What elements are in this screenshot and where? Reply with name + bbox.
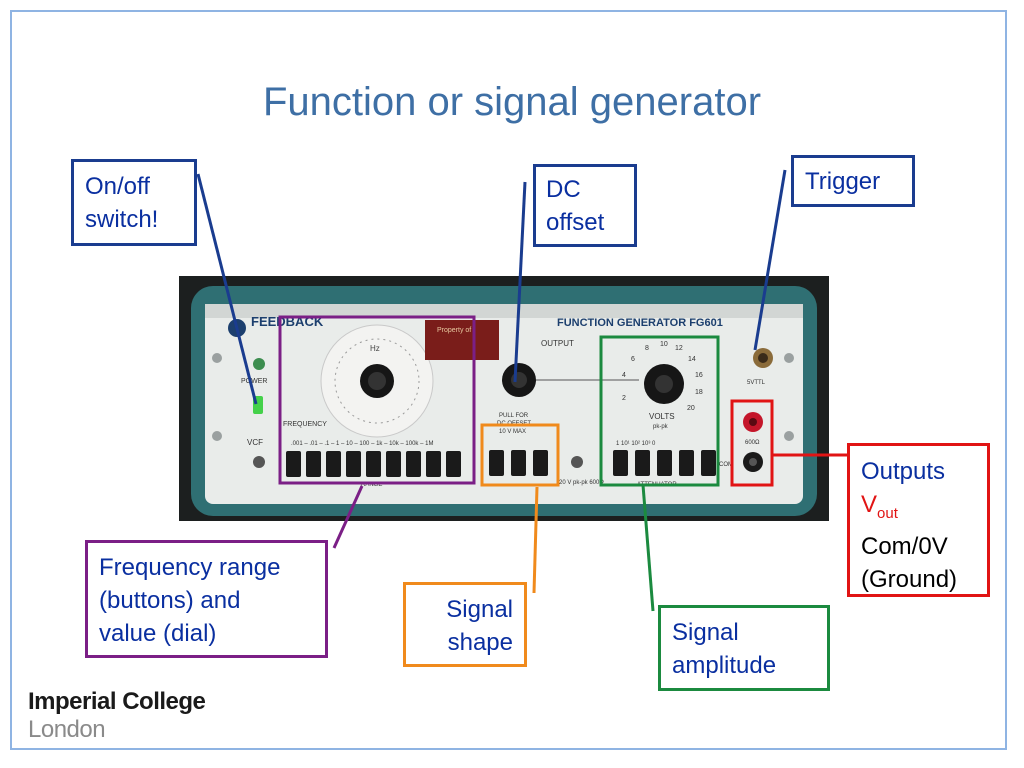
dial-number: 6 bbox=[631, 356, 635, 363]
hz-label: Hz bbox=[370, 344, 380, 353]
signal-amplitude-callout: Signal amplitude bbox=[658, 605, 830, 691]
com-label: COM bbox=[719, 462, 733, 468]
function-generator-photo: FEEDBACK FUNCTION GENERATOR FG601 POWER … bbox=[179, 276, 829, 521]
power-label: POWER bbox=[241, 378, 267, 385]
attenuator-scale: 1 10¹ 10² 10³ 0 bbox=[616, 441, 656, 447]
signal-shape-line1: Signal bbox=[446, 596, 513, 623]
slide-title: Function or signal generator bbox=[262, 80, 762, 124]
outputs-ground-line: (Ground) bbox=[861, 566, 958, 593]
vcf-label: VCF bbox=[247, 438, 263, 447]
attenuator-label: ATTENUATOR bbox=[637, 482, 677, 488]
signal-amplitude-line2: amplitude bbox=[672, 652, 777, 679]
signal-shape-line2: shape bbox=[447, 629, 513, 656]
vout-line: Vout bbox=[861, 488, 987, 530]
dial-number: 4 bbox=[622, 372, 626, 379]
ohms-label: 600Ω bbox=[745, 440, 760, 446]
pull-for-label: PULL FOR bbox=[499, 413, 529, 419]
imperial-college-logo: Imperial College London bbox=[28, 688, 206, 744]
trigger-text: Trigger bbox=[805, 168, 881, 195]
freq-range-line3: value (dial) bbox=[99, 620, 217, 647]
range-scale: .001 – .01 – .1 – 1 – 10 – 100 – 1k – 10… bbox=[291, 441, 433, 447]
device-brand: FEEDBACK bbox=[251, 314, 324, 329]
dial-number: 18 bbox=[695, 389, 703, 396]
frequency-range-callout: Frequency range (buttons) and value (dia… bbox=[85, 540, 328, 658]
freq-range-line1: Frequency range bbox=[99, 554, 281, 581]
slide-frame bbox=[10, 10, 1007, 750]
sync-label: 5VTTL bbox=[747, 380, 766, 386]
on-off-line2: switch! bbox=[85, 206, 159, 233]
freq-range-line2: (buttons) and bbox=[99, 587, 241, 614]
dc-offset-label: DC OFFSET bbox=[497, 421, 531, 427]
trigger-callout: Trigger bbox=[791, 155, 915, 207]
dial-number: 8 bbox=[645, 345, 649, 352]
outputs-line1: Outputs bbox=[861, 458, 946, 485]
signal-shape-callout: Signal shape bbox=[403, 582, 527, 667]
on-off-callout: On/off switch! bbox=[71, 159, 197, 246]
dial-number: 2 bbox=[622, 395, 626, 402]
property-sticker: Property of bbox=[437, 327, 471, 334]
outputs-com-line: Com/0V bbox=[861, 533, 948, 560]
vout-v: V bbox=[861, 491, 878, 518]
dial-number: 16 bbox=[695, 372, 703, 379]
output-label: OUTPUT bbox=[541, 339, 574, 348]
frequency-label: FREQUENCY bbox=[283, 421, 327, 428]
dial-number: 12 bbox=[675, 345, 683, 352]
logo-line2: London bbox=[28, 716, 106, 743]
vout-sub: out bbox=[877, 505, 898, 522]
dial-number: 10 bbox=[660, 341, 668, 348]
pkpk-label: pk-pk bbox=[653, 424, 669, 430]
vpkpk-label: 20 V pk-pk 600Ω bbox=[559, 480, 604, 486]
dial-number: 14 bbox=[688, 356, 696, 363]
on-off-line1: On/off bbox=[85, 173, 150, 200]
dc-offset-line1: DC bbox=[546, 176, 581, 203]
dc-offset-callout: DC offset bbox=[533, 164, 637, 247]
dial-number: 20 bbox=[687, 405, 695, 412]
signal-amplitude-line1: Signal bbox=[672, 619, 739, 646]
outputs-callout: Outputs Vout Com/0V (Ground) bbox=[847, 443, 990, 597]
max-label: 10 V MAX bbox=[499, 429, 526, 435]
logo-line1: Imperial College bbox=[28, 688, 206, 715]
device-model: FUNCTION GENERATOR FG601 bbox=[557, 317, 723, 329]
range-label: RANGE bbox=[361, 482, 382, 488]
dc-offset-line2: offset bbox=[546, 209, 605, 236]
volts-label: VOLTS bbox=[649, 412, 675, 421]
